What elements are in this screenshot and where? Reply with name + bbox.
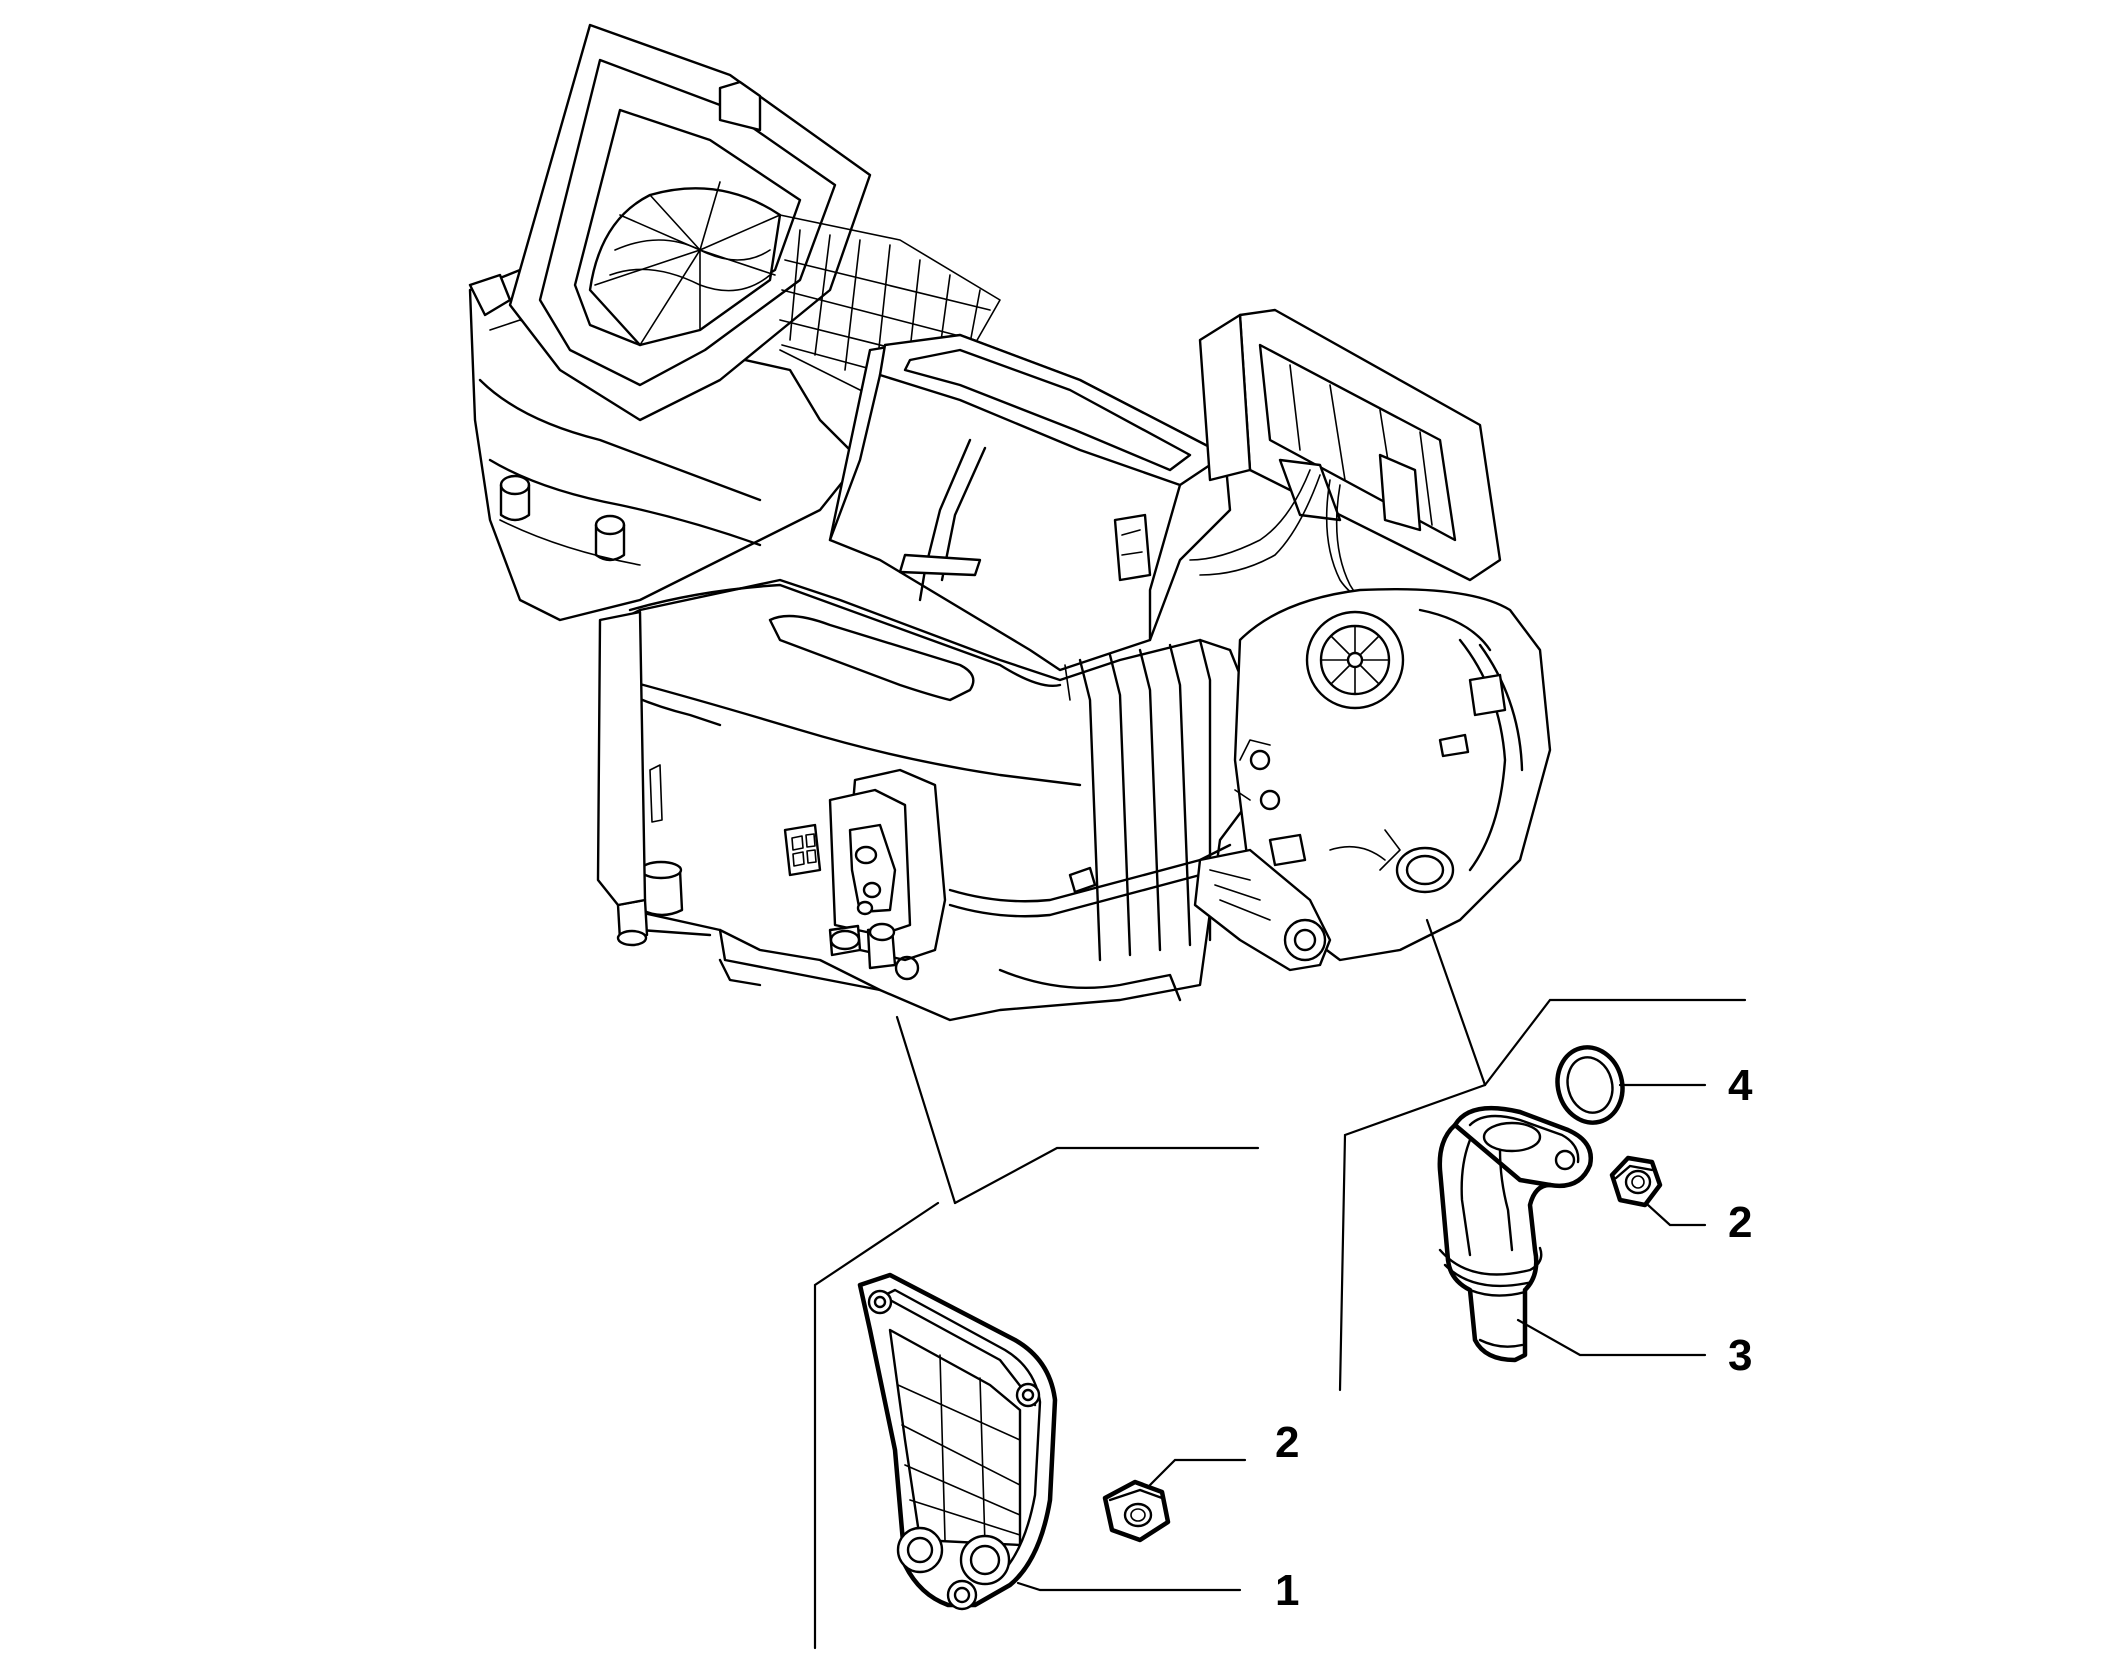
callout-2b-label: 2 [1728, 1198, 1752, 1247]
callout-4-label: 4 [1728, 1061, 1753, 1110]
o-ring-seal-part [1555, 1045, 1625, 1125]
callout-leaders [1016, 1083, 1707, 1592]
nut-part-upper [1609, 1155, 1663, 1208]
callout-3-label: 3 [1728, 1331, 1752, 1380]
drain-elbow-part [1437, 1105, 1593, 1363]
leader-frame-left [813, 1015, 1260, 1650]
leader-frame-right [1338, 918, 1747, 1392]
callout-1-label: 1 [1275, 1566, 1299, 1615]
heater-blower-unit [468, 23, 1552, 1022]
cover-plate-part [857, 1272, 1058, 1611]
callout-2a-label: 2 [1275, 1418, 1299, 1467]
nut-part-lower [1102, 1479, 1171, 1543]
